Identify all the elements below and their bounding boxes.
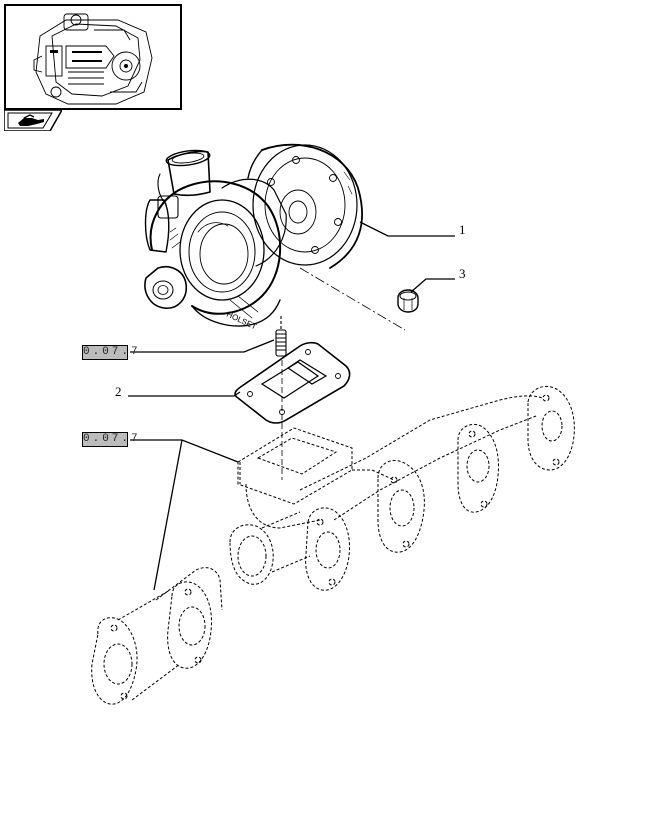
engine-thumbnail-icon xyxy=(33,13,153,105)
leader-line-stud xyxy=(130,339,275,353)
gasket-part[interactable] xyxy=(234,341,351,424)
leader-line-2 xyxy=(128,391,241,397)
assembly-axis xyxy=(299,267,406,331)
callout-2: 2 xyxy=(115,384,122,399)
leader-line-manifold-lower xyxy=(153,439,183,591)
stud-part[interactable] xyxy=(275,316,287,357)
leader-line-manifold xyxy=(130,439,239,463)
nav-tab[interactable] xyxy=(3,109,64,132)
turbocharger-part[interactable]: HOLSET xyxy=(144,143,363,332)
reference-box-stud[interactable]: 0.07.7 xyxy=(82,345,141,360)
leader-line-1 xyxy=(359,221,455,237)
leader-line-3 xyxy=(410,278,455,293)
callout-1: 1 xyxy=(459,222,466,237)
svg-text:HOLSET: HOLSET xyxy=(225,310,258,332)
engine-thumbnail[interactable] xyxy=(4,4,182,110)
nut-part[interactable] xyxy=(397,289,419,313)
reference-box-manifold[interactable]: 0.07.7 xyxy=(82,432,141,447)
exhaust-manifold-part[interactable] xyxy=(91,386,575,705)
callout-3: 3 xyxy=(459,266,466,281)
